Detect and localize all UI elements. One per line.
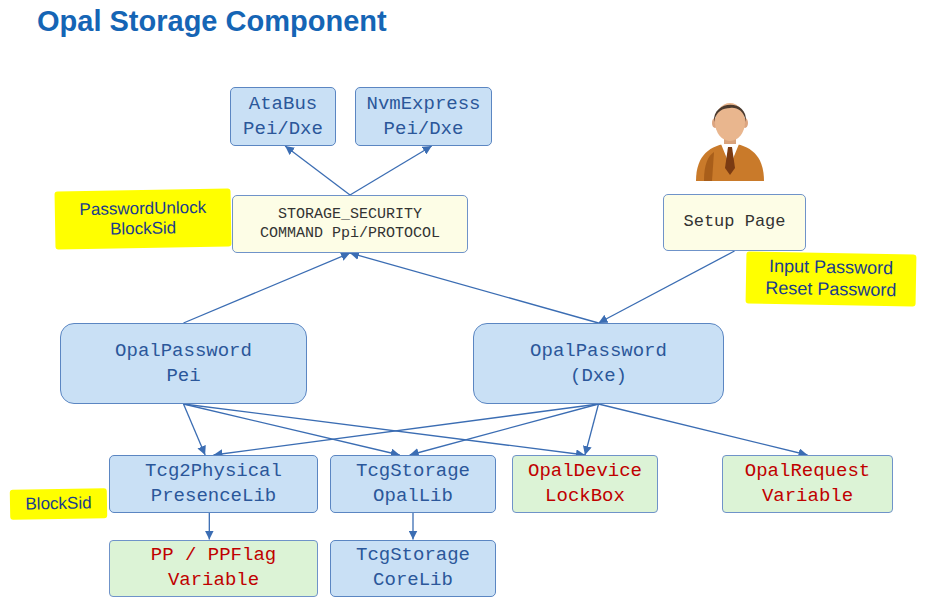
module-name: PP / PPFlag Variable <box>129 543 299 592</box>
dependency-arrow <box>214 404 599 455</box>
highlight-note: PasswordUnlock BlockSid <box>55 188 232 249</box>
module-name: STORAGE_SECURITY COMMAND Ppi/PROTOCOL <box>250 205 450 244</box>
module-name: OpalPassword (Dxe) <box>509 339 689 388</box>
dependency-arrow <box>285 146 350 195</box>
user-tie <box>725 147 735 175</box>
module-box: OpalPassword (Dxe) <box>473 323 724 404</box>
dependency-arrow <box>410 404 599 455</box>
user-jacket-shade <box>704 152 714 181</box>
dependency-arrow <box>585 404 599 455</box>
module-box: Setup Page <box>663 194 806 251</box>
dependency-arrow <box>184 404 206 455</box>
module-name: Setup Page <box>683 211 785 233</box>
module-name: Tcg2Physical PresenceLib <box>129 459 299 508</box>
diagram-title: Opal Storage Component <box>37 5 387 38</box>
module-name: TcgStorage OpalLib <box>343 459 483 508</box>
dependency-arrow <box>209 513 210 540</box>
module-box: NvmExpress Pei/Dxe <box>355 87 492 146</box>
dependency-arrow <box>184 404 586 455</box>
module-name: OpalDevice LockBox <box>520 459 650 508</box>
module-name: AtaBus Pei/Dxe <box>238 92 328 141</box>
dependency-arrow <box>599 251 735 323</box>
module-box: AtaBus Pei/Dxe <box>230 87 336 146</box>
dependency-arrow <box>350 253 599 323</box>
module-name: NvmExpress Pei/Dxe <box>362 92 485 141</box>
callout-note: BlockSid <box>25 493 91 515</box>
callout-note: PasswordUnlock BlockSid <box>68 197 219 240</box>
highlight-note: BlockSid <box>10 488 108 520</box>
module-name: OpalRequest Variable <box>733 459 883 508</box>
user-hair <box>714 105 746 122</box>
dependency-arrow <box>350 146 432 195</box>
callout-note: Input Password Reset Password <box>752 256 911 302</box>
data-store-box: OpalDevice LockBox <box>512 455 658 513</box>
module-box: Tcg2Physical PresenceLib <box>109 455 318 513</box>
data-store-box: OpalRequest Variable <box>722 455 893 513</box>
module-name: OpalPassword Pei <box>104 339 264 388</box>
data-store-box: PP / PPFlag Variable <box>109 540 318 597</box>
module-name: TcgStorage CoreLib <box>343 543 483 592</box>
dependency-arrow <box>412 513 413 540</box>
module-box: TcgStorage CoreLib <box>330 540 496 597</box>
module-box: STORAGE_SECURITY COMMAND Ppi/PROTOCOL <box>232 195 468 253</box>
module-box: OpalPassword Pei <box>60 323 307 404</box>
module-box: TcgStorage OpalLib <box>330 455 496 513</box>
dependency-arrow <box>599 404 808 455</box>
user-icon <box>690 92 770 182</box>
user-jacket <box>696 143 764 181</box>
dependency-arrow <box>184 404 400 455</box>
highlight-note: Input Password Reset Password <box>746 252 917 307</box>
dependency-arrow <box>184 253 351 323</box>
